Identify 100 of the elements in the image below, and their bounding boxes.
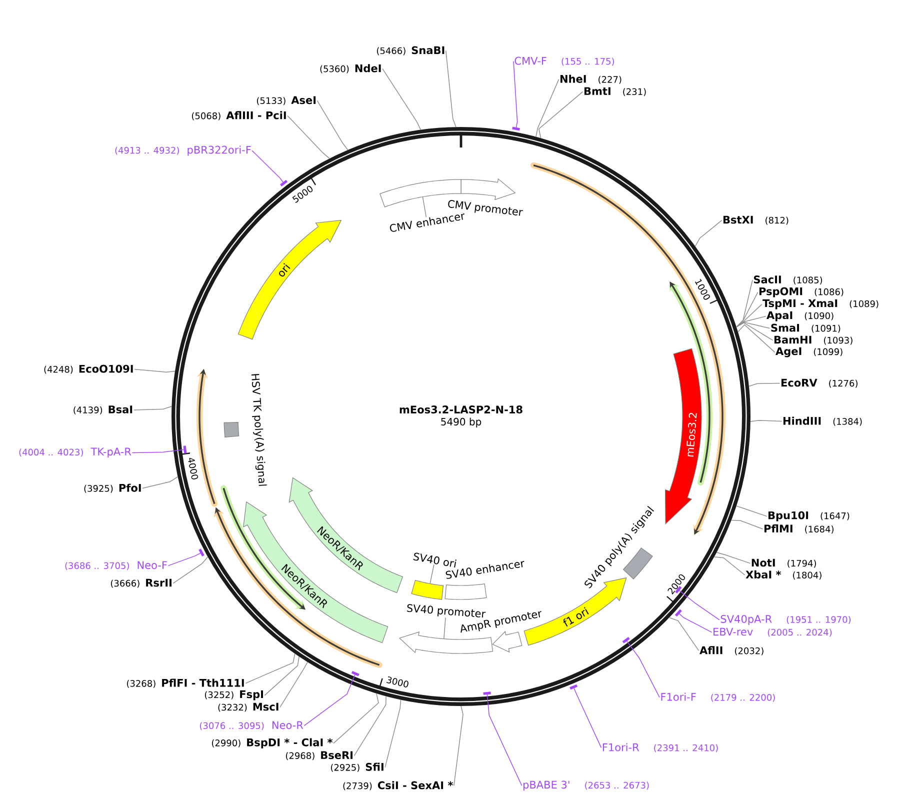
primer-label: (4913 .. 4932) pBR322ori-F <box>115 146 251 156</box>
primer-site-mark <box>183 446 187 454</box>
leader-line <box>736 292 758 328</box>
restriction-site-label: ApaI (1090) <box>766 311 834 322</box>
leader-line <box>172 556 208 584</box>
restriction-site-label: BamHI (1093) <box>774 336 852 345</box>
leader-line <box>486 694 522 786</box>
leader-line <box>536 78 560 138</box>
leader-line <box>748 382 780 387</box>
restriction-site-label: (3232) MscI <box>218 702 278 712</box>
restriction-site-label: NotI (1794) <box>752 558 816 568</box>
leader-line <box>304 674 356 726</box>
leader-line <box>714 556 746 576</box>
primer-label: pBABE 3' (2653 .. 2673) <box>523 780 649 791</box>
primer-label: (4004 .. 4023) TK-pA-R <box>19 448 132 458</box>
feature-label: SV40 ori <box>413 552 456 568</box>
feature-label: CMV enhancer <box>390 214 464 232</box>
tick-label: 4000 <box>188 458 198 480</box>
leader-line <box>382 68 422 130</box>
leader-line <box>538 91 584 139</box>
primer-label: (3076 .. 3095) Neo-R <box>200 721 304 730</box>
leader-line <box>737 324 776 353</box>
restriction-site-label: (3925) PfoI <box>84 484 141 493</box>
restriction-site-label: (3666) RsrII <box>110 578 172 588</box>
restriction-site-label: (2968) BseRI <box>286 751 353 760</box>
leader-line <box>168 552 201 566</box>
restriction-site-label: SacII (1085) <box>754 276 822 284</box>
primer-label: EBV-rev (2005 .. 2024) <box>714 628 832 637</box>
leader-line <box>679 613 712 633</box>
restriction-site-label: NheI (227) <box>560 74 622 84</box>
tick-label: 1000 <box>694 278 710 300</box>
leader-line <box>513 60 518 128</box>
leader-line <box>736 316 766 328</box>
restriction-site-label: (5133) AseI <box>256 96 316 106</box>
restriction-site-label: (5360) NdeI <box>320 64 381 74</box>
leader-line <box>252 150 284 182</box>
restriction-site-label: (5068) AflIII - PciI <box>192 111 286 120</box>
feature-arc <box>398 632 494 654</box>
primer-site-mark <box>570 684 578 690</box>
leader-line <box>354 696 386 756</box>
leader-line <box>679 590 720 620</box>
restriction-site-label: (4248) EcoO109I <box>44 364 133 374</box>
restriction-site-label: Bpu10I (1647) <box>768 511 850 522</box>
primer-site-mark <box>675 586 682 594</box>
leader-line <box>384 699 402 768</box>
restriction-site-label: HindIII (1384) <box>783 416 862 426</box>
leader-line <box>430 564 434 584</box>
leader-line <box>750 420 782 422</box>
primer-site-mark <box>280 180 288 186</box>
restriction-site-label: SmaI (1091) <box>771 324 840 333</box>
leader-line <box>422 196 427 218</box>
leader-line <box>444 617 446 640</box>
primer-site-mark <box>198 548 204 556</box>
restriction-site-label: PspOMI (1086) <box>759 287 844 298</box>
primer-site-mark <box>622 636 630 644</box>
primer-label: (3686 .. 3705) Neo-F <box>65 561 167 570</box>
leader-line <box>454 706 464 786</box>
leader-line <box>736 304 762 328</box>
primer-label: SV40pA-R (1951 .. 1970) <box>720 615 851 625</box>
leader-line <box>736 506 768 517</box>
leader-line <box>736 322 770 329</box>
restriction-site-label: TspMI - XmaI (1089) <box>762 299 878 310</box>
leader-line <box>716 552 751 564</box>
restriction-site-label: BstXI (812) <box>723 216 788 225</box>
restriction-site-label: XbaI * (1804) <box>746 570 822 580</box>
restriction-site-label: EcoRV (1276) <box>781 378 858 388</box>
tick-label: 3000 <box>386 676 408 688</box>
restriction-site-label: (2739) CsiI - SexAI * <box>343 781 453 790</box>
restriction-site-label: (4139) BsaI <box>74 406 132 414</box>
primer-label: F1ori-F (2179 .. 2200) <box>661 692 775 702</box>
restriction-site-label: BmtI (231) <box>584 87 646 96</box>
restriction-site-label: (5466) SnaBI <box>376 46 444 56</box>
primer-label: CMV-F (155 .. 175) <box>514 56 614 66</box>
feature-label: HSV TK poly(A) signal <box>251 374 267 486</box>
primer-site-mark <box>351 671 360 676</box>
leader-line <box>574 688 602 748</box>
restriction-site-label: AflII (2032) <box>700 646 764 656</box>
feature-arc: ori <box>238 220 342 340</box>
feature-arc: mEos3.2 <box>665 348 702 525</box>
feature-label: SV40 promoter <box>406 604 486 618</box>
leader-line <box>730 520 764 530</box>
leader-line <box>668 617 700 652</box>
restriction-site-label: AgeI (1099) <box>776 347 842 358</box>
leader-line <box>694 220 722 247</box>
leader-line <box>280 662 308 708</box>
restriction-site-label: (3252) FspI <box>204 690 263 700</box>
leader-line <box>132 449 184 454</box>
feature-box <box>411 580 444 600</box>
leader-line <box>245 653 296 684</box>
restriction-site-label: (3268) PflFI - Tth111I <box>126 678 244 688</box>
leader-line <box>264 656 300 696</box>
leader-line <box>133 406 172 410</box>
primer-label: F1ori-R (2391 .. 2410) <box>602 743 718 752</box>
primer-site-mark <box>674 609 682 617</box>
leader-line <box>626 640 660 698</box>
primer-site-mark <box>483 692 491 695</box>
leader-line <box>134 368 176 373</box>
restriction-site-label: (2990) BspDI * - ClaI * <box>212 738 333 748</box>
leader-line <box>316 100 348 150</box>
leader-line <box>333 692 379 744</box>
